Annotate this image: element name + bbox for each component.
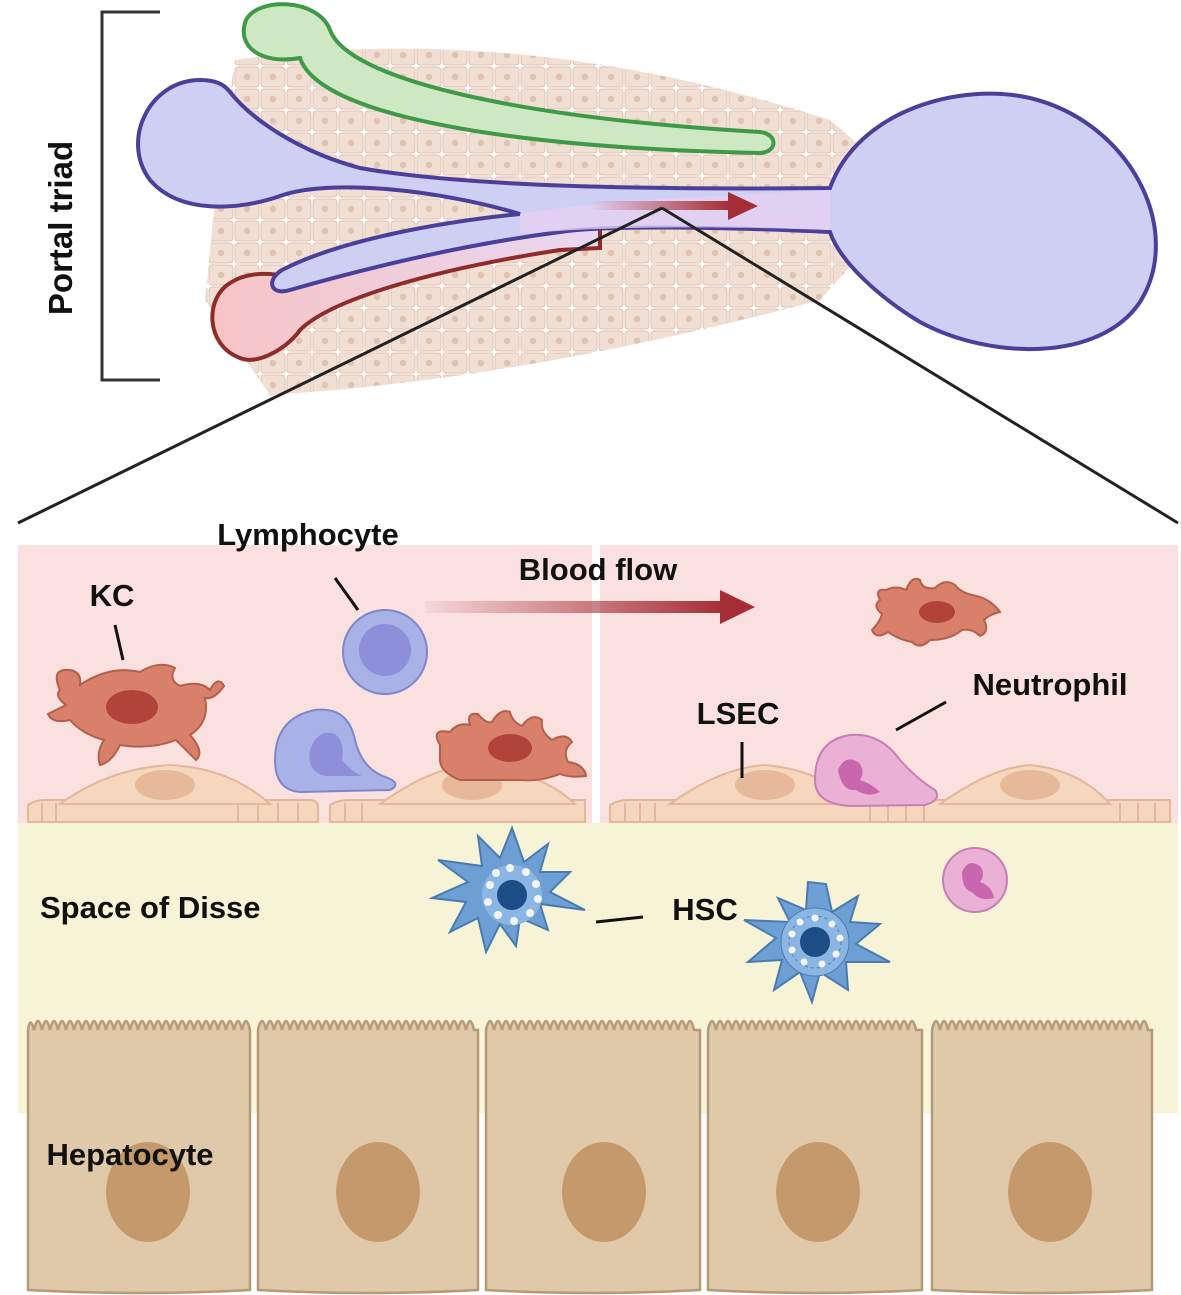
lymphocyte-round [342,609,428,695]
zoom-line-right [661,206,1179,525]
leader-neutrophil [895,700,947,732]
neutrophil-label: Neutrophil [973,667,1128,702]
sinusoid-channel-glow [520,190,830,234]
kupffer-cell-center [435,710,588,782]
kc-label: KC [90,578,135,613]
space-of-disse-label: Space of Disse [40,890,261,925]
hepatocyte-cell [484,1019,702,1295]
stellate-cell-left [428,825,586,955]
portal-triad-overview: Portal triad [17,2,1179,525]
kupffer-cell-left [46,663,226,767]
blood-flow-arrow [425,590,755,624]
hepatocyte-cell [256,1019,480,1295]
hsc-label: HSC [672,892,737,927]
leader-hsc [595,915,644,924]
blood-flow-label: Blood flow [519,552,678,587]
lsec-fenestrations [41,803,1156,822]
hepatocyte-cell [930,1019,1154,1295]
portal-triad-label: Portal triad [42,141,79,315]
hepatocyte-row [26,1019,1154,1295]
hepatocyte-label: Hepatocyte [46,1137,213,1172]
top-flow-arrow [590,192,758,220]
leader-lymphocyte [333,577,360,611]
lymphocyte-label: Lymphocyte [217,517,398,552]
neutrophil-round [942,847,1008,913]
bile-duct [241,2,776,156]
zoom-line-left [17,206,663,525]
lsec-layer [27,763,1171,823]
lymphocyte-migrating [273,708,397,794]
hepatocyte-cell [26,1019,252,1295]
hepatocyte-cell [706,1019,924,1295]
leader-lines [113,577,947,924]
kupffer-cell-right [870,577,1002,647]
neutrophil-adherent [813,733,938,808]
lsec-label: LSEC [697,696,780,731]
portal-triad-bracket [100,10,160,382]
leader-kc [113,624,125,661]
zoomed-sinusoid: Lymphocyte KC Blood flow Neutrophil LSEC… [18,517,1178,1295]
stellate-cell-right [743,880,891,1006]
